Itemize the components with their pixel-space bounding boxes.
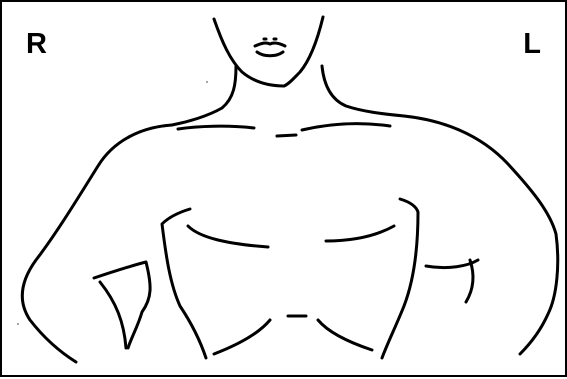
mouth-upper-lip: [255, 43, 285, 46]
sternal-notch: [277, 135, 296, 136]
patient-left-label: L: [523, 30, 541, 59]
face-left-contour: [214, 19, 284, 86]
patient-right-label: R: [26, 30, 47, 59]
left-pectoral-line: [326, 226, 394, 241]
right-inner-arm: [94, 262, 150, 348]
left-shoulder-arm-outline: [404, 116, 558, 354]
neck-left-side: [322, 66, 404, 116]
face-right-contour: [284, 17, 323, 86]
right-pectoral-line: [188, 226, 268, 247]
neck-right-side: [172, 66, 236, 125]
scan-speck: [206, 81, 208, 83]
right-torso-side: [162, 209, 206, 358]
right-upper-arm-line: [100, 282, 126, 348]
left-clavicle: [302, 124, 390, 130]
right-clavicle: [178, 126, 254, 129]
right-shoulder-arm-outline: [22, 125, 172, 362]
scan-speck: [17, 323, 19, 325]
right-costal-margin: [214, 320, 270, 354]
left-inner-arm-line: [466, 260, 473, 302]
left-torso-side: [382, 199, 418, 358]
mouth-lower-lip: [257, 52, 283, 56]
left-costal-margin: [318, 320, 372, 350]
